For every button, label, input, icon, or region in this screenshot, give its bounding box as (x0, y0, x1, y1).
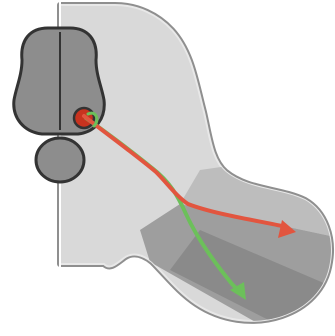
lower-nucleus (36, 138, 84, 182)
